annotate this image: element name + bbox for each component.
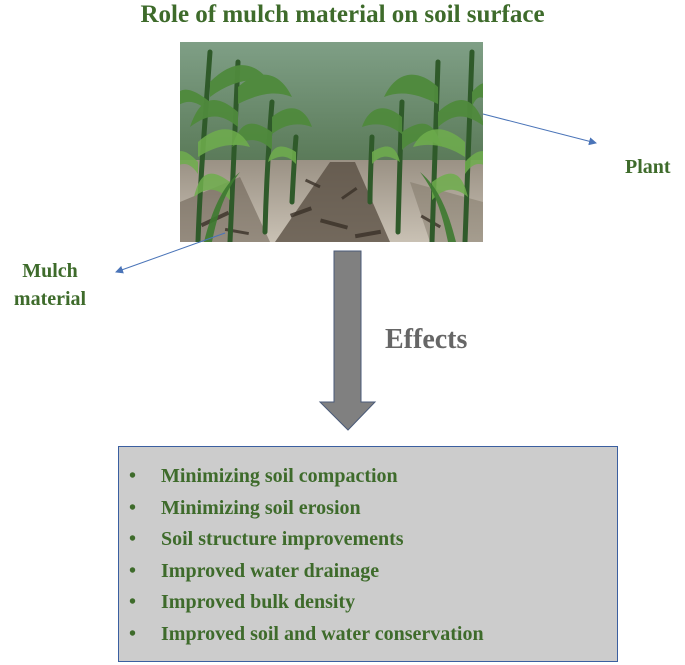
- down-arrow-icon: [318, 250, 377, 431]
- cornfield-photo: [180, 42, 483, 242]
- effect-item: Minimizing soil erosion: [129, 493, 617, 525]
- plant-pointer-line: [482, 113, 597, 146]
- effect-item: Improved soil and water conservation: [129, 619, 617, 651]
- effects-label: Effects: [385, 324, 468, 355]
- effect-item: Improved water drainage: [129, 556, 617, 588]
- effects-box: Minimizing soil compaction Minimizing so…: [118, 446, 618, 662]
- mulch-label-line-1: Mulch: [22, 260, 78, 282]
- mulch-label-line-2: material: [13, 288, 87, 310]
- plant-label: Plant: [625, 156, 671, 178]
- effect-item: Minimizing soil compaction: [129, 461, 617, 493]
- effects-list: Minimizing soil compaction Minimizing so…: [129, 461, 617, 650]
- mulch-label: Mulch material: [0, 257, 100, 313]
- effect-item: Improved bulk density: [129, 587, 617, 619]
- effect-item: Soil structure improvements: [129, 524, 617, 556]
- diagram-title: Role of mulch material on soil surface: [140, 1, 545, 28]
